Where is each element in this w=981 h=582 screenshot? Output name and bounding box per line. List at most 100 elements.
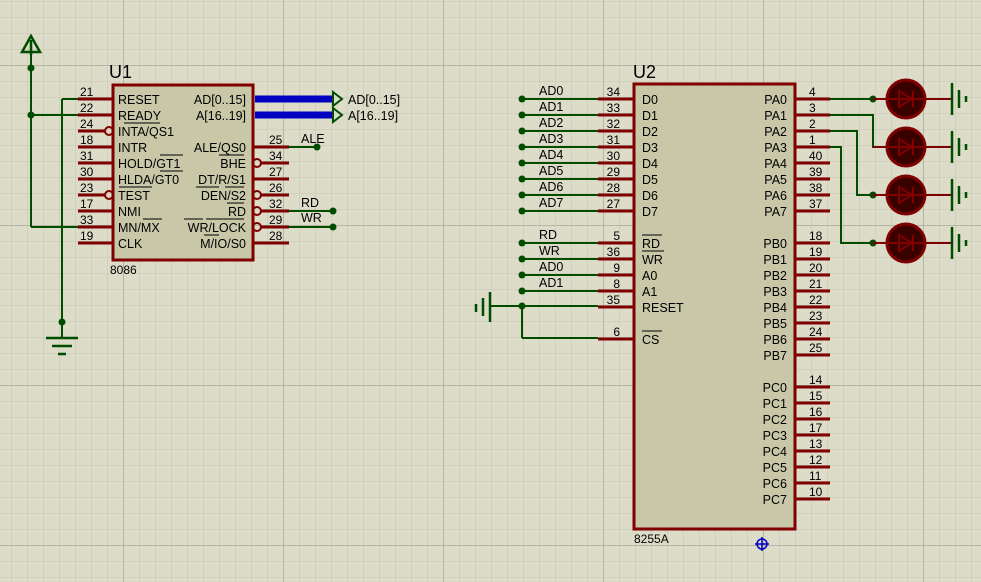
bus-label: AD[0..15]	[348, 93, 400, 107]
pin-number: 29	[607, 165, 621, 179]
diode-symbol-icon	[887, 137, 925, 157]
pin-number: 33	[607, 101, 621, 115]
pin-number: 21	[80, 85, 94, 99]
pin-number: 16	[809, 405, 823, 419]
pin-label: PB5	[763, 317, 787, 331]
pin-label: A1	[642, 285, 657, 299]
junction-dot	[518, 191, 526, 199]
pin-number: 25	[809, 341, 823, 355]
pin-label: PC2	[763, 413, 787, 427]
pin-number: 24	[80, 117, 94, 131]
junction-dot	[329, 223, 337, 231]
pin-label: AD[0..15]	[194, 93, 246, 107]
chip-u1-8086[interactable]	[111, 83, 255, 262]
inversion-bubble	[252, 222, 262, 232]
pin-label: PB6	[763, 333, 787, 347]
pin-label: A0	[642, 269, 657, 283]
junction-dot	[313, 143, 321, 151]
junction-dot	[518, 207, 526, 215]
pin-number: 29	[269, 213, 283, 227]
pin-label: RD	[642, 237, 660, 251]
pin-number: 27	[269, 165, 283, 179]
chip-part-u2: 8255A	[634, 532, 669, 546]
pin-number: 23	[80, 181, 94, 195]
pin-label: CS	[642, 333, 659, 347]
pin-number: 17	[809, 421, 823, 435]
ground-terminal-icon	[474, 292, 492, 322]
pin-label: D1	[642, 109, 658, 123]
pin-number: 17	[80, 197, 94, 211]
pin-label: D7	[642, 205, 658, 219]
pin-number: 32	[607, 117, 621, 131]
pin-number: 1	[809, 133, 816, 147]
pin-number: 13	[809, 437, 823, 451]
pin-label: CLK	[118, 237, 143, 251]
junction-dot	[518, 143, 526, 151]
junction-dot	[518, 127, 526, 135]
net-label: AD0	[539, 260, 563, 274]
ground-terminal-icon	[950, 131, 968, 163]
pin-number: 30	[607, 149, 621, 163]
pin-number: 5	[613, 229, 620, 243]
pin-number: 33	[80, 213, 94, 227]
net-label-rd: RD	[301, 196, 319, 210]
junction-dot	[518, 159, 526, 167]
junction-dot	[329, 207, 337, 215]
pin-label: ALE/QS0	[194, 141, 246, 155]
chip-u2-8255a[interactable]	[632, 82, 797, 531]
pin-number: 38	[809, 181, 823, 195]
pin-number: 21	[809, 277, 823, 291]
net-label: AD1	[539, 100, 563, 114]
net-label-ale: ALE	[301, 132, 325, 146]
pin-label: WR	[642, 253, 663, 267]
pin-label: D0	[642, 93, 658, 107]
pin-label: D6	[642, 189, 658, 203]
net-label: AD0	[539, 84, 563, 98]
pin-label: PA2	[764, 125, 787, 139]
pin-number: 28	[607, 181, 621, 195]
pin-label: D3	[642, 141, 658, 155]
diode-symbol-icon	[887, 89, 925, 109]
pin-label: D2	[642, 125, 658, 139]
diode-symbol-icon	[887, 233, 925, 253]
pin-label: D5	[642, 173, 658, 187]
ground-terminal-icon	[46, 336, 78, 356]
pin-label: RD	[228, 205, 246, 219]
pin-number: 37	[809, 197, 823, 211]
inversion-bubble	[104, 190, 114, 200]
pin-number: 26	[269, 181, 283, 195]
pin-label: PC1	[763, 397, 787, 411]
wire[interactable]	[830, 130, 873, 196]
pin-number: 27	[607, 197, 621, 211]
pin-label: RESET	[118, 93, 160, 107]
net-label: AD5	[539, 164, 563, 178]
pin-number: 18	[80, 133, 94, 147]
pin-number: 8	[613, 277, 620, 291]
pin-label: RESET	[642, 301, 684, 315]
pin-label: NMI	[118, 205, 141, 219]
net-label: AD6	[539, 180, 563, 194]
pin-number: 40	[809, 149, 823, 163]
pin-number: 9	[613, 261, 620, 275]
pin-label: PA6	[764, 189, 787, 203]
inversion-bubble	[252, 190, 262, 200]
pin-number: 22	[80, 101, 94, 115]
pin-label: BHE	[220, 157, 246, 171]
pin-number: 35	[607, 293, 621, 307]
pin-label: INTR	[118, 141, 147, 155]
pin-label: PC3	[763, 429, 787, 443]
chip-ref-u1: U1	[109, 62, 132, 82]
inversion-bubble	[252, 206, 262, 216]
pin-label: WR/LOCK	[188, 221, 247, 235]
net-label: AD7	[539, 196, 563, 210]
bus-terminal-arrow	[332, 105, 344, 125]
ground-terminal-icon	[950, 83, 968, 115]
pin-number: 30	[80, 165, 94, 179]
wire[interactable]	[830, 146, 873, 244]
pin-label: D4	[642, 157, 658, 171]
pin-number: 34	[269, 149, 283, 163]
inversion-bubble	[252, 158, 262, 168]
pin-label: PB2	[763, 269, 787, 283]
net-label: WR	[539, 244, 560, 258]
